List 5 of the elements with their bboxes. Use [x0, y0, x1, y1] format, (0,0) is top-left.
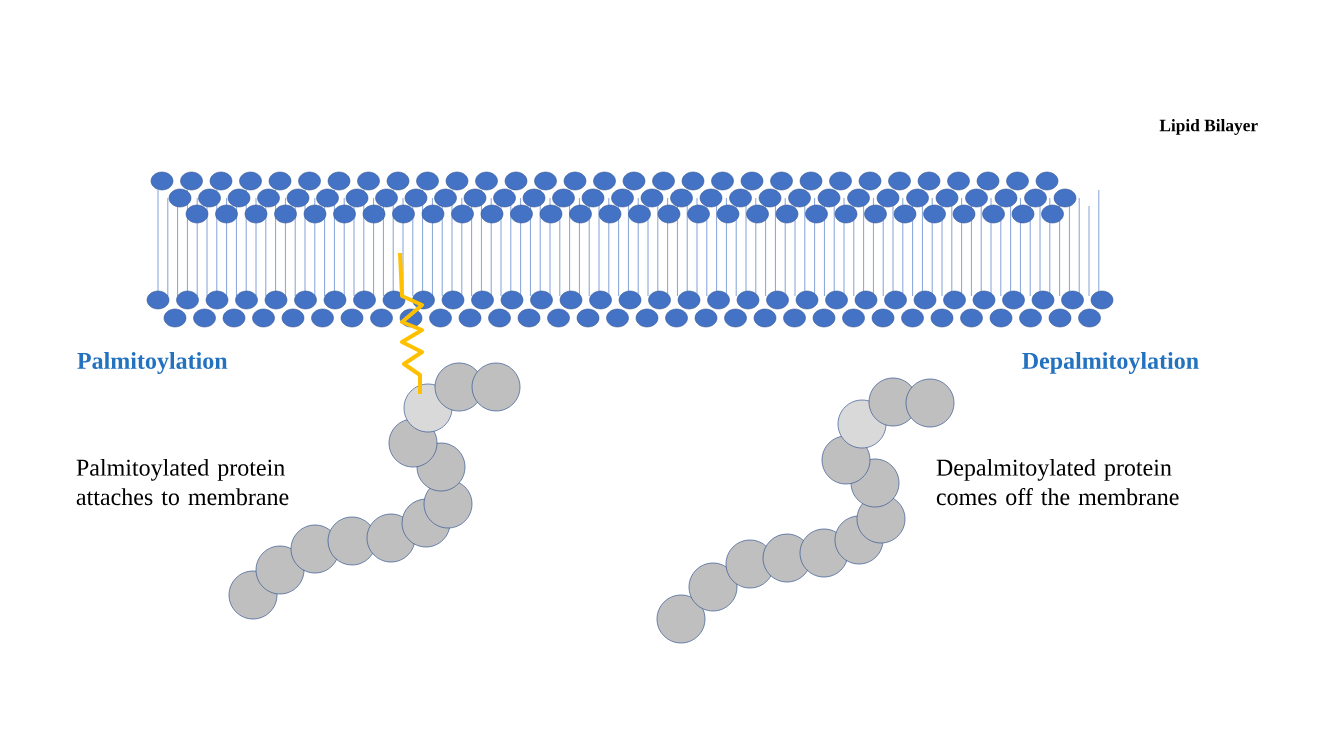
- caption: Palmitoylated protein attaches to membrane: [76, 458, 289, 506]
- caption: Depalmitoylated protein comes off the membrane: [936, 458, 1179, 506]
- heading: Depalmitoylation: [1022, 352, 1199, 374]
- heading: Lipid Bilayer: [1159, 119, 1258, 135]
- heading: Palmitoylation: [77, 352, 228, 374]
